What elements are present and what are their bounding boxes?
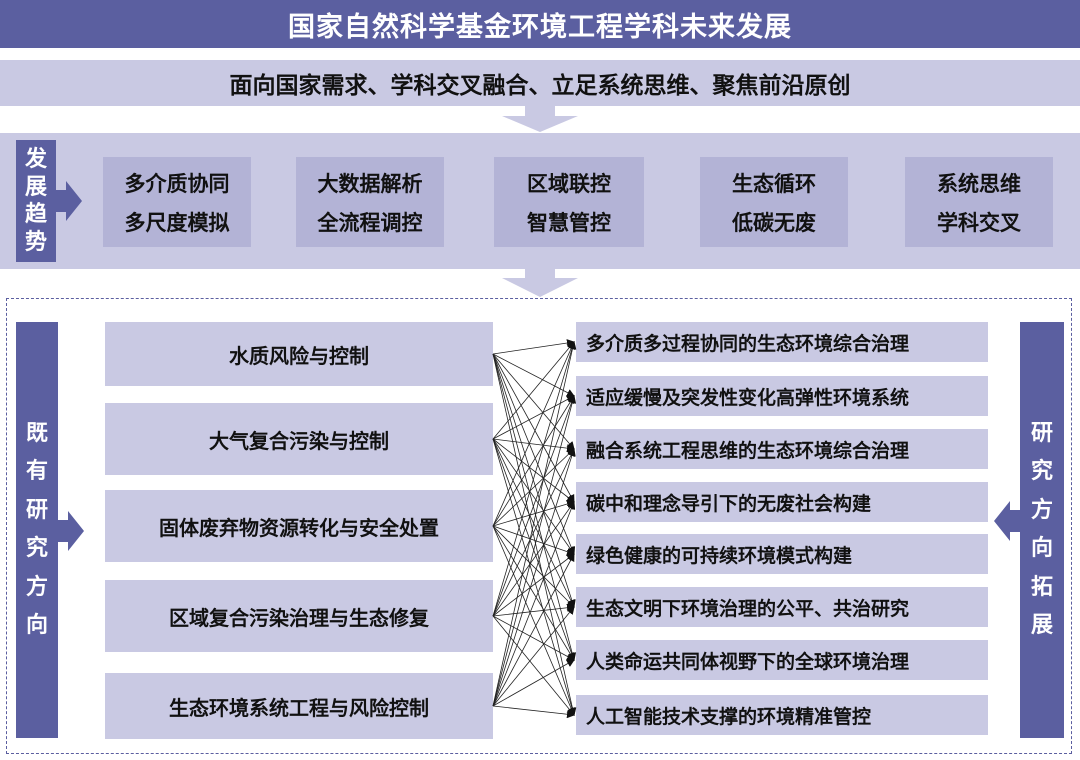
trend-line: 全流程调控 <box>317 210 423 235</box>
expansion-label-char: 究 <box>1030 459 1053 484</box>
expansion-item: 人类命运共同体视野下的全球环境治理 <box>576 640 988 680</box>
trend-label-char: 趋 <box>24 202 47 227</box>
trend-line: 大数据解析 <box>317 171 423 196</box>
expansion-label-char: 研 <box>1030 420 1053 446</box>
expansion-label-char: 方 <box>1030 497 1053 523</box>
expansion-label-char: 展 <box>1030 613 1053 638</box>
trend-box: 生态循环 低碳无废 <box>700 157 848 247</box>
trend-label-char: 势 <box>24 229 47 255</box>
trend-line: 生态循环 <box>732 171 816 196</box>
expansion-item: 绿色健康的可持续环境模式构建 <box>576 534 988 574</box>
existing-label: 既 有 研 究 方 向 <box>16 322 58 738</box>
expansion-label-char: 拓 <box>1030 574 1053 600</box>
existing-label-char: 方 <box>25 574 48 600</box>
expansion-label-char: 向 <box>1030 536 1053 561</box>
subtitle-banner: 面向国家需求、学科交叉融合、立足系统思维、聚焦前沿原创 <box>0 60 1080 106</box>
trend-box: 大数据解析 全流程调控 <box>296 157 444 247</box>
trend-line: 多介质协同 <box>124 171 230 196</box>
trend-line: 系统思维 <box>937 171 1021 196</box>
trend-line: 智慧管控 <box>527 210 611 235</box>
existing-label-char: 向 <box>25 613 48 638</box>
expansion-item: 适应缓慢及突发性变化高弹性环境系统 <box>576 376 988 416</box>
trend-line: 区域联控 <box>527 171 611 196</box>
existing-label-char: 既 <box>25 420 48 446</box>
trend-box: 多介质协同 多尺度模拟 <box>103 157 251 247</box>
research-frame <box>6 298 1072 754</box>
expansion-item: 人工智能技术支撑的环境精准管控 <box>576 695 988 735</box>
existing-item: 固体废弃物资源转化与安全处置 <box>105 490 493 562</box>
existing-item: 生态环境系统工程与风险控制 <box>105 673 493 739</box>
trend-box: 区域联控 智慧管控 <box>494 157 644 247</box>
trend-line: 学科交叉 <box>937 210 1021 235</box>
existing-item: 水质风险与控制 <box>105 322 493 386</box>
trend-label-char: 发 <box>24 147 47 172</box>
expansion-item: 生态文明下环境治理的公平、共治研究 <box>576 587 988 627</box>
trend-label-char: 展 <box>24 174 47 200</box>
trend-label: 发 展 趋 势 <box>16 140 56 262</box>
existing-label-char: 研 <box>25 497 48 523</box>
expansion-label: 研 究 方 向 拓 展 <box>1020 322 1064 738</box>
trend-line: 多尺度模拟 <box>124 210 230 235</box>
existing-item: 大气复合污染与控制 <box>105 403 493 475</box>
trend-box: 系统思维 学科交叉 <box>905 157 1053 247</box>
expansion-item: 碳中和理念导引下的无废社会构建 <box>576 482 988 522</box>
expansion-item: 多介质多过程协同的生态环境综合治理 <box>576 322 988 362</box>
existing-item: 区域复合污染治理与生态修复 <box>105 580 493 652</box>
page-title: 国家自然科学基金环境工程学科未来发展 <box>0 0 1080 48</box>
trend-line: 低碳无废 <box>732 210 816 235</box>
expansion-item: 融合系统工程思维的生态环境综合治理 <box>576 429 988 469</box>
existing-label-char: 究 <box>25 536 48 561</box>
existing-label-char: 有 <box>25 459 48 484</box>
